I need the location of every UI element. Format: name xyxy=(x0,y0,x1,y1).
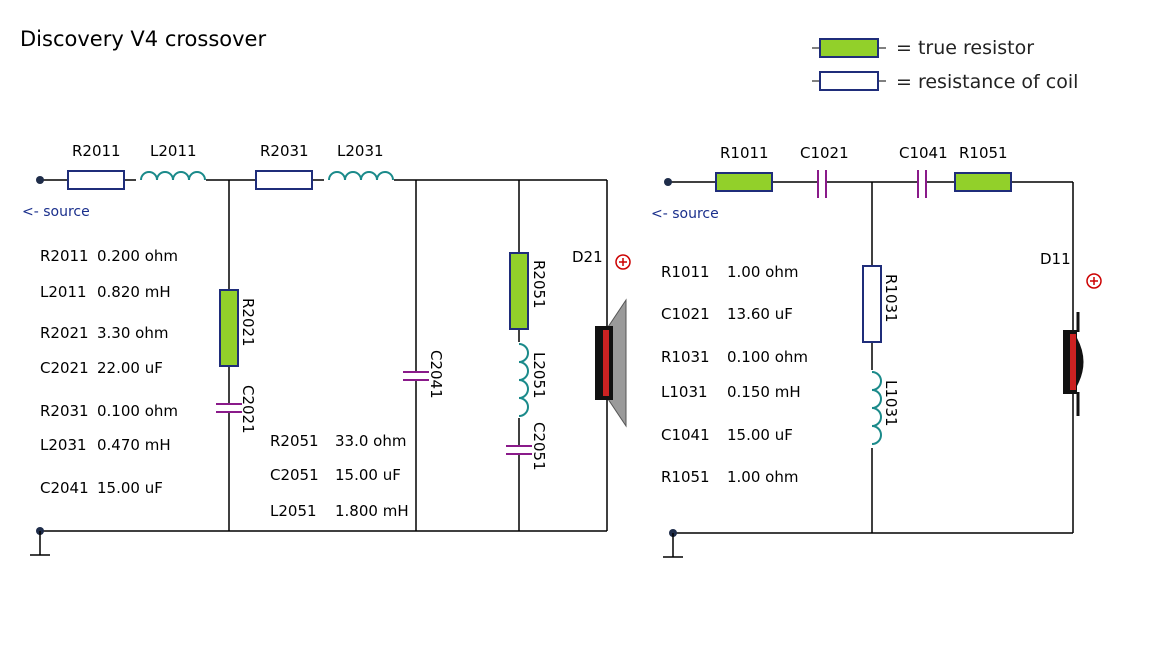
woofer-source-label: <- source xyxy=(22,204,90,220)
d11-plus-icon xyxy=(1086,273,1102,289)
diagram-title: Discovery V4 crossover xyxy=(20,27,266,51)
r2011-resistor xyxy=(67,170,125,190)
r2031-resistor xyxy=(255,170,313,190)
c2051-label: C2051 xyxy=(530,422,548,471)
r2021-resistor xyxy=(219,289,239,367)
tweeter-source-label: <- source xyxy=(651,206,719,222)
c2041-gap xyxy=(402,372,430,380)
woofer-value-name: R2051 xyxy=(270,432,319,450)
tweeter-value-value: 1.00 ohm xyxy=(727,468,798,486)
r1031-label: R1031 xyxy=(882,274,900,323)
woofer-value-name: C2051 xyxy=(270,466,319,484)
l2051-label: L2051 xyxy=(530,352,548,399)
d11-label: D11 xyxy=(1040,250,1071,268)
d11-speaker-icon xyxy=(1063,312,1084,416)
tweeter-value-name: R1011 xyxy=(661,263,710,281)
l1031-label: L1031 xyxy=(882,380,900,427)
woofer-value-name: R2031 xyxy=(40,402,89,420)
c1021-gap xyxy=(817,170,827,194)
c1041-gap xyxy=(917,170,927,194)
r1051-label: R1051 xyxy=(959,144,1008,162)
tweeter-value-value: 1.00 ohm xyxy=(727,263,798,281)
tweeter-value-value: 0.150 mH xyxy=(727,383,801,401)
woofer-value-value: 3.30 ohm xyxy=(97,324,168,342)
l2031-inductor xyxy=(328,171,394,181)
legend-true-resistor-symbol xyxy=(819,38,879,58)
r2051-label: R2051 xyxy=(530,260,548,309)
woofer-value-name: R2011 xyxy=(40,247,89,265)
tweeter-value-name: C1021 xyxy=(661,305,710,323)
tweeter-value-name: R1051 xyxy=(661,468,710,486)
woofer-value-name: L2051 xyxy=(270,502,317,520)
c2041-label: C2041 xyxy=(427,350,445,399)
tweeter-value-name: L1031 xyxy=(661,383,708,401)
woofer-value-name: L2031 xyxy=(40,436,87,454)
woofer-value-value: 15.00 uF xyxy=(335,466,401,484)
c2021-label: C2021 xyxy=(239,385,257,434)
d21-label: D21 xyxy=(572,248,603,266)
d21-plus-icon xyxy=(615,254,631,270)
woofer-value-value: 33.0 ohm xyxy=(335,432,406,450)
woofer-value-name: L2011 xyxy=(40,283,87,301)
r1011-label: R1011 xyxy=(720,144,769,162)
tweeter-value-value: 0.100 ohm xyxy=(727,348,808,366)
woofer-value-name: C2041 xyxy=(40,479,89,497)
woofer-value-value: 0.820 mH xyxy=(97,283,171,301)
woofer-value-name: C2021 xyxy=(40,359,89,377)
tweeter-input-node xyxy=(664,178,672,186)
l2031-label: L2031 xyxy=(337,142,384,160)
legend-coil-resistance-symbol xyxy=(819,71,879,91)
legend-true-resistor-label: = true resistor xyxy=(896,37,1034,59)
tweeter-value-name: R1031 xyxy=(661,348,710,366)
r2051-resistor xyxy=(509,252,529,330)
woofer-value-value: 0.200 ohm xyxy=(97,247,178,265)
legend-coil-resistance-label: = resistance of coil xyxy=(896,71,1078,93)
c1021-label: C1021 xyxy=(800,144,849,162)
tweeter-value-value: 13.60 uF xyxy=(727,305,793,323)
r1031-resistor xyxy=(862,265,882,343)
r2021-label: R2021 xyxy=(239,298,257,347)
c2051-gap xyxy=(504,446,534,454)
woofer-value-value: 1.800 mH xyxy=(335,502,409,520)
tweeter-value-name: C1041 xyxy=(661,426,710,444)
l1031-inductor xyxy=(871,371,882,445)
woofer-value-value: 0.470 mH xyxy=(97,436,171,454)
l2051-inductor xyxy=(518,343,529,417)
legend: = true resistor = resistance of coil xyxy=(812,37,1078,93)
l2011-inductor xyxy=(140,171,206,181)
woofer-value-value: 22.00 uF xyxy=(97,359,163,377)
r2011-label: R2011 xyxy=(72,142,121,160)
c2021-gap xyxy=(214,404,244,412)
woofer-value-value: 15.00 uF xyxy=(97,479,163,497)
d21-speaker-icon xyxy=(595,298,627,428)
woofer-value-value: 0.100 ohm xyxy=(97,402,178,420)
c1041-label: C1041 xyxy=(899,144,948,162)
r1051-resistor xyxy=(954,172,1012,192)
tweeter-value-value: 15.00 uF xyxy=(727,426,793,444)
r1011-resistor xyxy=(715,172,773,192)
tweeter-circuit: R1011 C1021 C1041 R1051 R1031 L1031 D11 xyxy=(651,144,1102,558)
l2011-label: L2011 xyxy=(150,142,197,160)
woofer-circuit: R2011 L2011 R2031 L2031 R2021 C2021 C204… xyxy=(22,142,631,556)
r2031-label: R2031 xyxy=(260,142,309,160)
woofer-input-node xyxy=(36,176,44,184)
woofer-value-name: R2021 xyxy=(40,324,89,342)
